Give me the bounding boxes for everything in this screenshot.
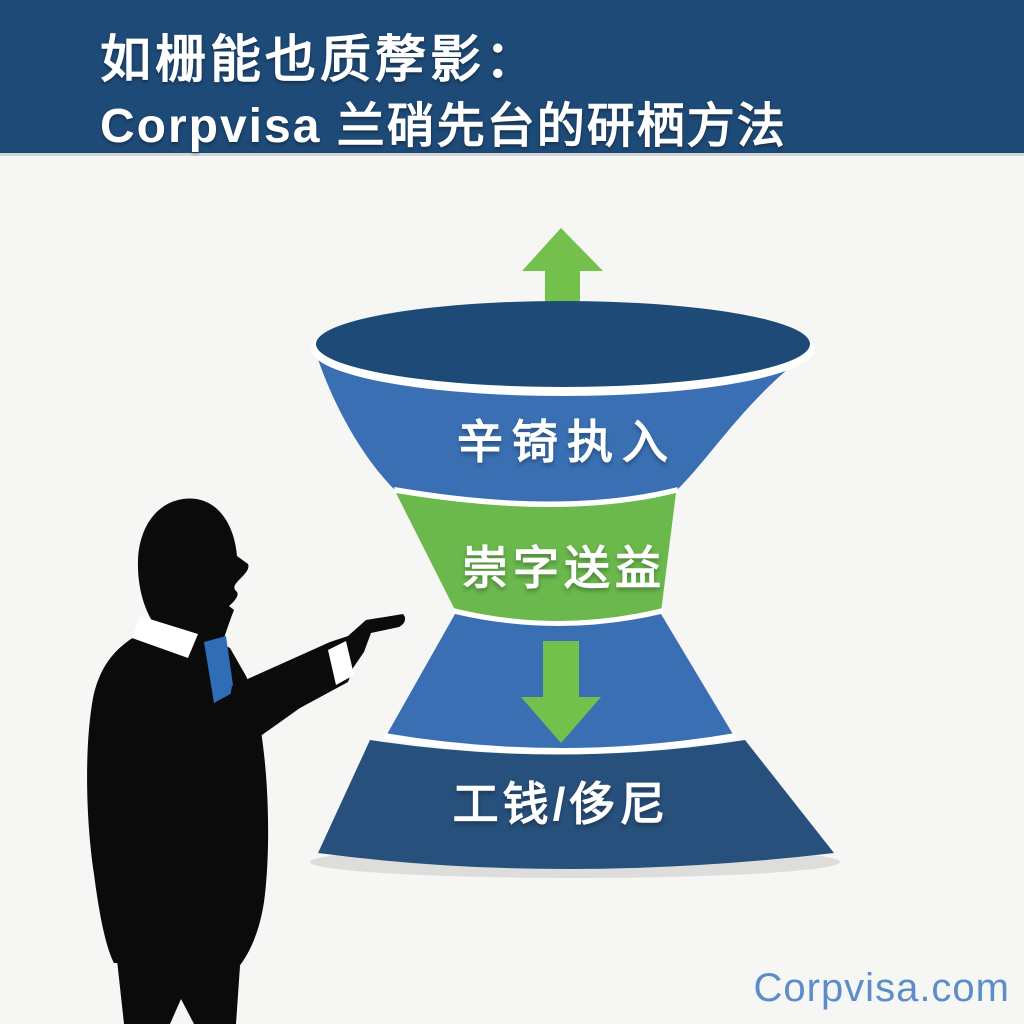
- legs-gap: [170, 999, 194, 1024]
- silhouette-legs: [117, 960, 240, 1024]
- silhouette-head: [137, 498, 249, 644]
- tie: [204, 636, 234, 703]
- silhouette-pointing-arm: [228, 614, 406, 762]
- funnel-top-opening: [316, 301, 810, 387]
- watermark-url: Corpvisa.com: [753, 966, 1010, 1010]
- title-line-2: Corpvisa 兰硝先台的研栖方法: [100, 100, 787, 153]
- title-banner: 如栅能也质孷影： Corpvisa 兰硝先台的研栖方法: [0, 0, 1024, 153]
- funnel-waist-band: [396, 493, 676, 624]
- silhouette-torso: [87, 628, 269, 968]
- funnel-label-middle: 崇字送益: [462, 542, 666, 594]
- funnel-base-section: [318, 740, 834, 869]
- shirt-collar: [132, 616, 198, 658]
- separator-arc-2: [452, 608, 664, 627]
- separator-arc-1: [393, 487, 679, 508]
- funnel-label-bottom: 工钱/侈尼: [452, 778, 670, 830]
- separator-arc-3: [383, 733, 737, 754]
- shirt-cuff: [328, 641, 354, 685]
- funnel-label-top: 辛锜执入: [457, 416, 677, 468]
- title-line-1: 如栅能也质孷影：: [100, 31, 541, 88]
- presenter-silhouette: [87, 498, 406, 1024]
- down-arrow-icon: [521, 641, 601, 743]
- up-arrow-icon: [522, 228, 603, 340]
